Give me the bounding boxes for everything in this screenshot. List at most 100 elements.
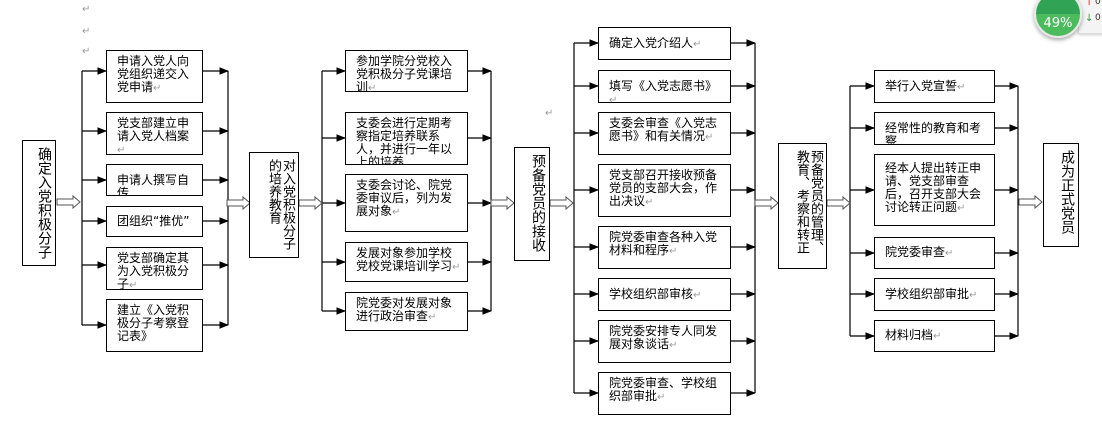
paragraph-mark-icon: ↵: [82, 26, 91, 37]
step-box: 经本人提出转正申请、党支部审查后，召开支部大会讨论转正问题↵: [874, 154, 995, 226]
step-box: 院党委审查各种入党材料和程序↵: [598, 226, 731, 269]
paragraph-mark-icon: ↵: [82, 4, 91, 15]
paragraph-mark-icon: ↵: [82, 46, 91, 57]
step-text: 建立《入党积极分子考察登记表》: [117, 303, 190, 343]
step-box: 参加学院分党校入党积极分子党课培训↵: [345, 50, 468, 92]
usage-percent: 49%: [1043, 15, 1073, 31]
step-text: 经本人提出转正申请、党支部审查后，召开支部大会讨论转正问题: [885, 161, 982, 214]
step-box: 院党委审查↵: [874, 237, 995, 269]
step-text: 支委会进行定期考察指定培养联系人，并进行一年以上的培养: [356, 116, 453, 165]
flow-arrow-icon: [490, 195, 515, 211]
paragraph-mark-icon: ↵: [693, 290, 702, 301]
paragraph-mark-icon: ↵: [669, 340, 678, 351]
paragraph-mark-icon: ↵: [669, 246, 678, 257]
paragraph-mark-icon: ↵: [693, 39, 702, 50]
step-text: 申请入党人向党组织递交入党申请: [117, 54, 190, 94]
paragraph-mark-icon: ↵: [969, 290, 978, 301]
download-arrow-icon: ↓: [1085, 13, 1094, 24]
paragraph-mark-icon: ↵: [957, 203, 966, 214]
stage-probationary-admission: 预备党员的接收: [514, 147, 550, 261]
step-box: 院党委审查、学校组织部审批↵: [598, 372, 731, 415]
paragraph-mark-icon: ↵: [153, 83, 162, 94]
flow-arrow-icon: [826, 195, 851, 211]
step-box: 建立《入党积极分子考察登记表》: [106, 299, 203, 352]
step-box: 材料归档↵: [874, 320, 995, 352]
flow-arrow-icon: [226, 195, 251, 211]
flow-arrow-icon: [754, 195, 779, 211]
step-text: 经常性的教育和考察: [885, 121, 982, 145]
step-box: 学校组织部审核↵: [598, 278, 731, 311]
network-monitor-widget[interactable]: ↑ 0 ↓ 0 49%: [1034, 0, 1102, 40]
flow-arrow-icon: [549, 195, 574, 211]
step-text: 举行入党宣誓: [885, 79, 958, 93]
step-box: 举行入党宣誓↵: [874, 70, 995, 103]
upload-speed: 0: [1095, 0, 1101, 7]
flow-arrow-icon: [1018, 194, 1043, 210]
flow-arrow-icon: [298, 195, 323, 211]
step-box: 支委会审查《入党志愿书》和有关情况↵: [598, 112, 731, 155]
step-text: 团组织“推优”: [117, 214, 190, 228]
step-text: 学校组织部审批: [885, 287, 970, 301]
step-text: 院党委安排专人同发展对象谈话: [609, 324, 718, 351]
step-box: 支委会进行定期考察指定培养联系人，并进行一年以上的培养: [345, 112, 468, 165]
step-box: 填写《入党志愿书》 ↵: [598, 70, 731, 103]
step-text: 支委会审查《入党志愿书》和有关情况: [609, 116, 718, 143]
step-text: 支委会讨论、院党委审议后，列为发展对象: [356, 178, 453, 218]
step-box: 支委会讨论、院党委审议后，列为发展对象↵: [345, 174, 468, 232]
step-box: 团组织“推优”: [106, 206, 203, 237]
step-text: 申请人撰写自传: [117, 173, 190, 196]
step-text: 党支部确定其为入党积极分子: [117, 251, 190, 290]
stage-label: 预备党员的接收: [530, 154, 546, 252]
stage-label: 预备党员的管理、教育、考察和转正: [794, 150, 823, 254]
step-box: 申请入党人向党组织递交入党申请↵: [106, 50, 203, 103]
paragraph-mark-icon: ↵: [705, 132, 714, 143]
download-speed: 0: [1095, 13, 1101, 23]
step-box: 院党委安排专人同发展对象谈话↵: [598, 320, 731, 363]
paragraph-mark-icon: ↵: [368, 83, 377, 92]
step-box: 申请人撰写自传: [106, 164, 203, 196]
step-box: 经常性的教育和考察: [874, 112, 995, 145]
upload-arrow-icon: ↑: [1085, 0, 1094, 8]
step-box: 党支部建立申请入党人档案 ↵: [106, 112, 203, 155]
step-box: 党支部确定其为入党积极分子↵: [106, 247, 203, 290]
memory-usage-gauge[interactable]: 49%: [1034, 0, 1082, 38]
stage-label: 成为正式党员: [1059, 150, 1075, 234]
paragraph-mark-icon: ↵: [933, 331, 942, 342]
step-text: 参加学院分党校入党积极分子党课培训: [356, 54, 453, 92]
step-text: 学校组织部审核: [609, 287, 694, 301]
step-box: 发展对象参加学校党校党课培训学习↵: [345, 242, 468, 282]
step-box: 党支部召开接收预备党员的支部大会，作出决议↵: [598, 164, 731, 217]
paragraph-mark-icon: ↵: [117, 145, 126, 155]
step-text: 院党委对发展对象进行政治审查: [356, 296, 453, 323]
stage-determine-activist: 确定入党积极分子: [22, 140, 56, 266]
step-text: 院党委审查: [885, 245, 946, 259]
paragraph-mark-icon: ↵: [392, 207, 401, 218]
flow-arrow-icon: [56, 194, 81, 210]
paragraph-mark-icon: ↵: [645, 197, 654, 208]
paragraph-mark-icon: ↵: [657, 392, 666, 403]
step-text: 发展对象参加学校党校党课培训学习: [356, 246, 453, 273]
stage-probationary-management: 预备党员的管理、教育、考察和转正: [778, 143, 827, 269]
paragraph-mark-icon: ↵: [545, 108, 554, 119]
step-box: 确定入党介绍人↵: [598, 27, 731, 60]
paragraph-mark-icon: ↵: [129, 280, 138, 290]
paragraph-mark-icon: ↵: [945, 248, 954, 259]
stage-activist-training: 对入党积极分子的培养教育: [249, 152, 299, 258]
paragraph-mark-icon: ↵: [452, 262, 461, 273]
paragraph-mark-icon: ↵: [609, 95, 618, 103]
step-box: 学校组织部审批↵: [874, 278, 995, 311]
step-text: 确定入党介绍人: [609, 36, 694, 50]
step-text: 党支部建立申请入党人档案: [117, 116, 190, 143]
step-text: 院党委审查、学校组织部审批: [609, 376, 718, 403]
step-text: 院党委审查各种入党材料和程序: [609, 230, 718, 257]
step-box: 院党委对发展对象进行政治审查↵: [345, 292, 468, 331]
paragraph-mark-icon: ↵: [957, 82, 966, 93]
stage-label: 对入党积极分子的培养教育: [266, 159, 295, 250]
step-text: 材料归档: [885, 328, 934, 342]
step-text: 党支部召开接收预备党员的支部大会，作出决议: [609, 168, 718, 208]
paragraph-mark-icon: ↵: [428, 312, 437, 323]
stage-label: 确定入党积极分子: [36, 147, 52, 259]
step-text: 填写《入党志愿书》: [609, 79, 718, 93]
stage-full-member: 成为正式党员: [1043, 143, 1079, 247]
